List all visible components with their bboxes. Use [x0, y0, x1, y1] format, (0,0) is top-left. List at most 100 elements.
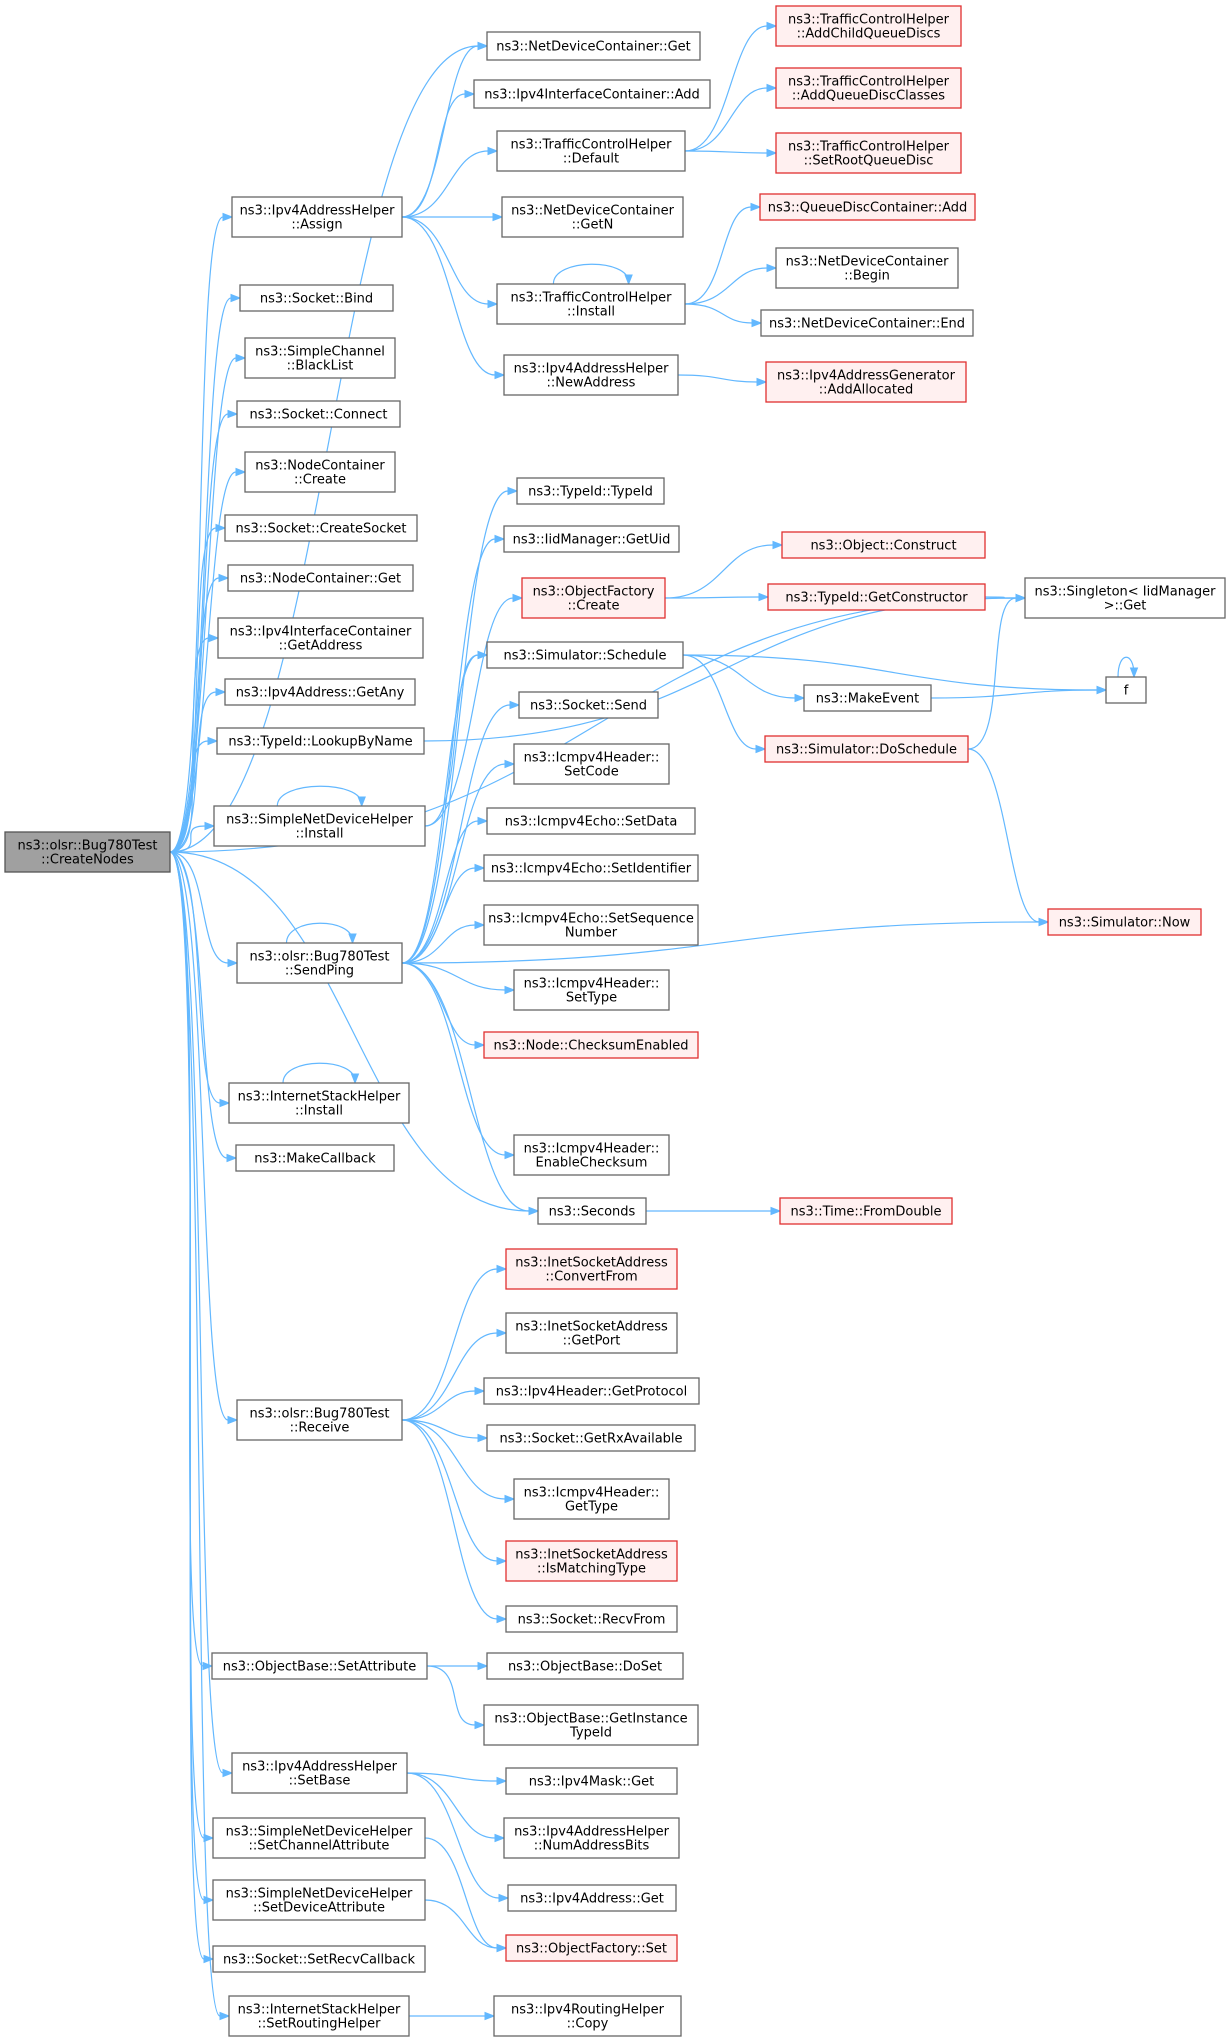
edge-root-to-ish-setrouting	[169, 851, 231, 2021]
node-label: ns3::InetSocketAddress	[515, 1256, 668, 1271]
edge-bug780-receive-to-icmpv4h-gettype	[401, 1419, 516, 1504]
node-box	[760, 309, 974, 337]
edge-bug780-receive-to-isa-convertfrom	[401, 1264, 508, 1421]
node-socket-bind[interactable]: ns3::Socket::Bind	[239, 284, 394, 312]
node-box	[231, 196, 403, 238]
node-ndc-getn[interactable]: ns3::NetDeviceContainer::GetN	[501, 196, 684, 238]
node-ipv4ah-assign[interactable]: ns3::Ipv4AddressHelper::Assign	[231, 196, 403, 238]
node-ndc-get[interactable]: ns3::NetDeviceContainer::Get	[486, 31, 701, 61]
node-label: ns3::NetDeviceContainer	[786, 255, 950, 270]
node-socket-setrecvcb[interactable]: ns3::Socket::SetRecvCallback	[212, 1945, 426, 1973]
node-ob-setattr[interactable]: ns3::ObjectBase::SetAttribute	[211, 1652, 428, 1680]
node-isa-getport[interactable]: ns3::InetSocketAddress::GetPort	[505, 1312, 678, 1354]
node-box	[759, 193, 976, 221]
edge-sim-doschedule-to-sim-now	[967, 748, 1050, 927]
node-bug780-receive[interactable]: ns3::olsr::Bug780Test::Receive	[236, 1399, 403, 1441]
node-socket-send[interactable]: ns3::Socket::Send	[518, 691, 659, 719]
node-icmpv4echo-setdata[interactable]: ns3::Icmpv4Echo::SetData	[486, 807, 696, 835]
node-socket-getrx[interactable]: ns3::Socket::GetRxAvailable	[486, 1424, 696, 1452]
node-label: ns3::Icmpv4Header::	[524, 751, 660, 766]
edge-f-to-f	[1117, 656, 1139, 679]
node-of-set[interactable]: ns3::ObjectFactory::Set	[505, 1934, 678, 1962]
node-tch-addclasses[interactable]: ns3::TrafficControlHelper::AddQueueDiscC…	[775, 67, 962, 109]
edge-line	[401, 654, 479, 964]
node-nc-create[interactable]: ns3::NodeContainer::Create	[244, 451, 396, 493]
node-layer: ns3::olsr::Bug780Test::CreateNodesns3::N…	[4, 5, 1226, 2037]
node-icmpv4h-gettype[interactable]: ns3::Icmpv4Header::GetType	[513, 1478, 670, 1520]
node-icmpv4h-settype[interactable]: ns3::Icmpv4Header::SetType	[513, 969, 670, 1011]
node-tch-setroot[interactable]: ns3::TrafficControlHelper::SetRootQueueD…	[775, 132, 962, 174]
node-nc-get[interactable]: ns3::NodeContainer::Get	[227, 564, 414, 592]
node-socket-createsocket[interactable]: ns3::Socket::CreateSocket	[224, 514, 418, 542]
edge-arrowhead	[474, 863, 486, 873]
node-ipv4h-getprotocol[interactable]: ns3::Ipv4Header::GetProtocol	[483, 1377, 700, 1405]
node-root[interactable]: ns3::olsr::Bug780Test::CreateNodes	[4, 831, 171, 873]
node-sndh-install[interactable]: ns3::SimpleNetDeviceHelper::Install	[213, 805, 426, 847]
node-box	[473, 79, 711, 109]
node-label: ns3::Socket::RecvFrom	[518, 1613, 666, 1628]
node-ipv4ah-numbits[interactable]: ns3::Ipv4AddressHelper::NumAddressBits	[503, 1817, 680, 1859]
node-qdc-add[interactable]: ns3::QueueDiscContainer::Add	[759, 193, 976, 221]
node-ob-doset[interactable]: ns3::ObjectBase::DoSet	[486, 1652, 684, 1680]
node-ish-install[interactable]: ns3::InternetStackHelper::Install	[228, 1082, 410, 1124]
node-label: ns3::NodeContainer::Get	[240, 572, 401, 587]
node-iidm-getuid[interactable]: ns3::IidManager::GetUid	[503, 525, 680, 553]
node-box	[483, 904, 699, 946]
node-sim-now[interactable]: ns3::Simulator::Now	[1047, 908, 1202, 936]
node-ipv4addr-getany[interactable]: ns3::Ipv4Address::GetAny	[224, 678, 416, 706]
node-ipv4addr-get[interactable]: ns3::Ipv4Address::Get	[507, 1884, 677, 1912]
node-box	[775, 67, 962, 109]
node-isa-ismatching[interactable]: ns3::InetSocketAddress::IsMatchingType	[505, 1540, 678, 1582]
node-icmpv4h-enablechecksum[interactable]: ns3::Icmpv4Header::EnableChecksum	[513, 1134, 670, 1176]
node-typeid-getctor[interactable]: ns3::TypeId::GetConstructor	[767, 583, 986, 611]
node-ipv4ic-getaddr[interactable]: ns3::Ipv4InterfaceContainer::GetAddress	[217, 617, 424, 659]
node-ipv4ic-add[interactable]: ns3::Ipv4InterfaceContainer::Add	[473, 79, 711, 109]
node-isa-convertfrom[interactable]: ns3::InetSocketAddress::ConvertFrom	[505, 1248, 678, 1290]
node-icmpv4echo-setid[interactable]: ns3::Icmpv4Echo::SetIdentifier	[483, 854, 699, 882]
node-sndh-setdevice[interactable]: ns3::SimpleNetDeviceHelper::SetDeviceAtt…	[212, 1879, 426, 1921]
node-ipv4ah-newaddr[interactable]: ns3::Ipv4AddressHelper::NewAddress	[503, 354, 679, 396]
node-typeid-typeid[interactable]: ns3::TypeId::TypeId	[516, 477, 665, 505]
node-time-fromdouble[interactable]: ns3::Time::FromDouble	[779, 1197, 953, 1225]
node-makecallback[interactable]: ns3::MakeCallback	[235, 1144, 395, 1172]
node-ish-setrouting[interactable]: ns3::InternetStackHelper::SetRoutingHelp…	[228, 1995, 410, 2037]
node-socket-recvfrom[interactable]: ns3::Socket::RecvFrom	[505, 1605, 678, 1633]
node-sim-doschedule[interactable]: ns3::Simulator::DoSchedule	[764, 735, 969, 763]
node-ipv4ag-alloc[interactable]: ns3::Ipv4AddressGenerator::AddAllocated	[765, 361, 967, 403]
node-obj-construct[interactable]: ns3::Object::Construct	[781, 531, 986, 559]
node-makeevent[interactable]: ns3::MakeEvent	[803, 684, 932, 712]
node-ipv4mask-get[interactable]: ns3::Ipv4Mask::Get	[505, 1767, 678, 1795]
node-sim-schedule[interactable]: ns3::Simulator::Schedule	[486, 641, 684, 669]
node-seconds[interactable]: ns3::Seconds	[537, 1197, 647, 1225]
node-icmpv4h-setcode[interactable]: ns3::Icmpv4Header::SetCode	[513, 743, 670, 785]
edge-tch-install-to-ndc-begin	[684, 263, 778, 305]
node-socket-connect[interactable]: ns3::Socket::Connect	[236, 400, 401, 428]
edge-tch-default-to-tch-setroot	[684, 148, 778, 158]
node-label: SetType	[566, 991, 617, 1006]
node-f[interactable]: f	[1105, 676, 1147, 704]
node-of-create[interactable]: ns3::ObjectFactory::Create	[521, 577, 666, 619]
node-ipv4rh-copy[interactable]: ns3::Ipv4RoutingHelper::Copy	[493, 1995, 682, 2037]
edge-root-to-ipv4ic-getaddr	[169, 633, 220, 853]
node-box	[239, 284, 394, 312]
node-typeid-lookup[interactable]: ns3::TypeId::LookupByName	[216, 727, 425, 755]
node-label: ns3::NodeContainer	[255, 459, 385, 474]
node-tch-addchild[interactable]: ns3::TrafficControlHelper::AddChildQueue…	[775, 5, 962, 47]
node-bug780-sendping[interactable]: ns3::olsr::Bug780Test::SendPing	[236, 942, 403, 984]
node-sndh-setchannel[interactable]: ns3::SimpleNetDeviceHelper::SetChannelAt…	[212, 1817, 426, 1859]
node-ipv4ah-setbase[interactable]: ns3::Ipv4AddressHelper::SetBase	[231, 1752, 408, 1794]
node-sc-blacklist[interactable]: ns3::SimpleChannel::BlackList	[244, 337, 396, 379]
node-ndc-end[interactable]: ns3::NetDeviceContainer::End	[760, 309, 974, 337]
edge-ipv4ah-assign-to-ndc-getn	[402, 212, 504, 222]
edge-arrowhead	[219, 1098, 231, 1108]
edge-line	[401, 962, 506, 991]
node-singleton-get[interactable]: ns3::Singleton< IidManager>::Get	[1024, 577, 1226, 619]
node-node-checksum[interactable]: ns3::Node::ChecksumEnabled	[483, 1031, 699, 1059]
node-box	[228, 1995, 410, 2037]
node-tch-default[interactable]: ns3::TrafficControlHelper::Default	[496, 130, 686, 172]
node-ndc-begin[interactable]: ns3::NetDeviceContainer::Begin	[775, 247, 959, 289]
edge-arrowhead	[204, 821, 216, 831]
node-tch-install[interactable]: ns3::TrafficControlHelper::Install	[496, 283, 686, 325]
